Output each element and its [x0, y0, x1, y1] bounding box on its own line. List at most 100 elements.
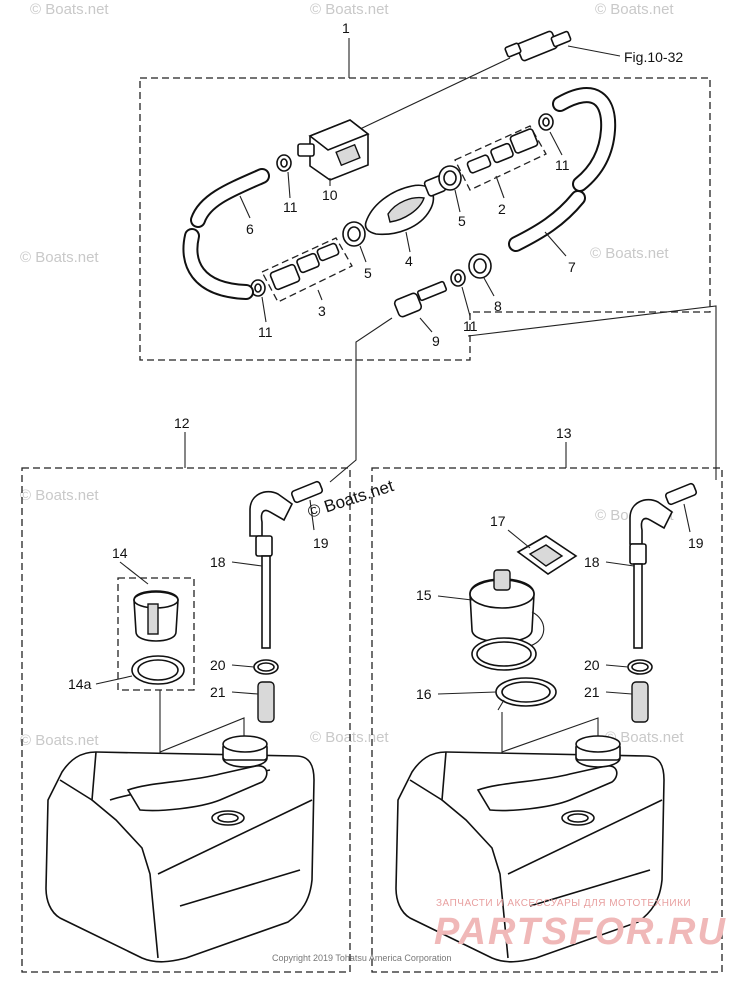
leader-line	[605, 664, 629, 668]
leader-line	[605, 691, 633, 695]
part-6-fuel-hose	[182, 168, 270, 300]
part-10-connector-block	[297, 119, 370, 181]
leader-line	[544, 231, 567, 257]
part-19-fitting	[664, 482, 698, 506]
watermark: © Boats.net	[30, 1, 109, 18]
callout-5: 5	[458, 213, 466, 229]
callout-11: 11	[463, 318, 478, 334]
leader-line	[231, 691, 259, 695]
leader-line	[261, 296, 267, 323]
watermark: © Boats.net	[20, 487, 99, 504]
callout-21: 21	[584, 684, 600, 700]
watermark: © Boats.net	[605, 729, 684, 746]
leader-line	[507, 529, 531, 549]
callout-11: 11	[283, 199, 298, 215]
leader-line	[309, 499, 315, 531]
copyright-footer: Copyright 2019 Tohatsu America Corporati…	[272, 953, 451, 963]
callout-7: 7	[568, 259, 576, 275]
callout-18: 18	[584, 554, 600, 570]
tank-13-frame	[371, 467, 723, 973]
part-14-vent-cap	[133, 590, 179, 642]
leader-line	[317, 289, 323, 301]
callout-11: 11	[258, 324, 273, 340]
part-11-clamp	[276, 154, 292, 172]
engine-connector	[504, 30, 572, 62]
part-9-fitting	[393, 280, 448, 318]
leader-line	[549, 131, 563, 156]
watermark: © Boats.net	[595, 1, 674, 18]
part-8-ring	[468, 253, 492, 279]
part-18-pickup-elbow	[629, 498, 674, 649]
callout-9: 9	[432, 333, 440, 349]
callout-20: 20	[584, 657, 600, 673]
fuel-line-left	[329, 317, 393, 483]
part-15-fuel-cap	[469, 569, 545, 647]
callout-17: 17	[490, 513, 506, 529]
leader-line	[159, 690, 245, 753]
part-16-retainer-ring	[495, 677, 557, 711]
part-11-clamp	[250, 279, 266, 297]
part-17-label-sticker	[516, 535, 578, 575]
promo-tagline: ЗАПЧАСТИ И АКСЕССУАРЫ ДЛЯ МОТОТЕХНИКИ	[436, 898, 691, 909]
part-19-fitting	[290, 480, 324, 504]
part-21-filter	[631, 681, 649, 723]
part-20-o-ring	[627, 659, 653, 675]
leader-line	[437, 595, 473, 601]
part-21-filter	[257, 681, 275, 723]
fuel-tank-right	[395, 735, 665, 963]
leader-line	[95, 675, 133, 685]
callout-12: 12	[174, 415, 190, 431]
hose-assembly-frame	[139, 77, 711, 361]
part-15-gasket	[471, 637, 537, 671]
part-5-ring	[438, 165, 462, 191]
callout-5: 5	[364, 265, 372, 281]
leader-line	[231, 664, 255, 668]
leader-line	[419, 317, 433, 333]
callout-20: 20	[210, 657, 226, 673]
leader-line	[461, 286, 471, 317]
leader-line	[359, 245, 367, 263]
callout-15: 15	[416, 587, 432, 603]
callout-3: 3	[318, 303, 326, 319]
watermark: © Boats.net	[590, 245, 669, 262]
callout-11: 11	[555, 157, 570, 173]
callout-1: 1	[342, 20, 350, 36]
callout-10: 10	[322, 187, 338, 203]
part-14-frame	[117, 577, 195, 691]
callout-4: 4	[405, 253, 413, 269]
leader-line	[501, 712, 599, 753]
callout-18: 18	[210, 554, 226, 570]
part-14a-gasket	[131, 655, 185, 685]
fig-reference: Fig.10-32	[624, 49, 683, 65]
leader-line	[287, 171, 291, 199]
leader-line	[454, 189, 461, 213]
callout-6: 6	[246, 221, 254, 237]
fuel-line-right	[467, 305, 717, 480]
tank-12-frame	[21, 467, 351, 973]
part-11-clamp	[538, 113, 554, 131]
watermarks: © Boats.net © Boats.net © Boats.net © Bo…	[20, 1, 684, 749]
part-20-o-ring	[253, 659, 279, 675]
part-3-frame	[261, 237, 353, 303]
callout-16: 16	[416, 686, 432, 702]
watermark: © Boats.net	[310, 1, 389, 18]
leader-line	[239, 195, 251, 219]
part-2-check-valve	[466, 128, 539, 174]
leader-line	[567, 45, 621, 57]
leader-line	[683, 503, 691, 533]
watermark: © Boats.net	[20, 249, 99, 266]
callout-14: 14	[112, 545, 128, 561]
part-18-pickup-elbow	[249, 490, 294, 649]
leader-line	[437, 691, 497, 695]
callout-19: 19	[688, 535, 704, 551]
leader-line	[405, 231, 411, 253]
leader-line	[495, 175, 505, 199]
callout-21: 21	[210, 684, 226, 700]
leader-line	[605, 561, 635, 567]
part-11-clamp	[450, 269, 466, 287]
fuel-tank-left	[45, 735, 315, 963]
part-3-check-valve	[269, 242, 340, 291]
part-2-frame	[454, 125, 547, 191]
